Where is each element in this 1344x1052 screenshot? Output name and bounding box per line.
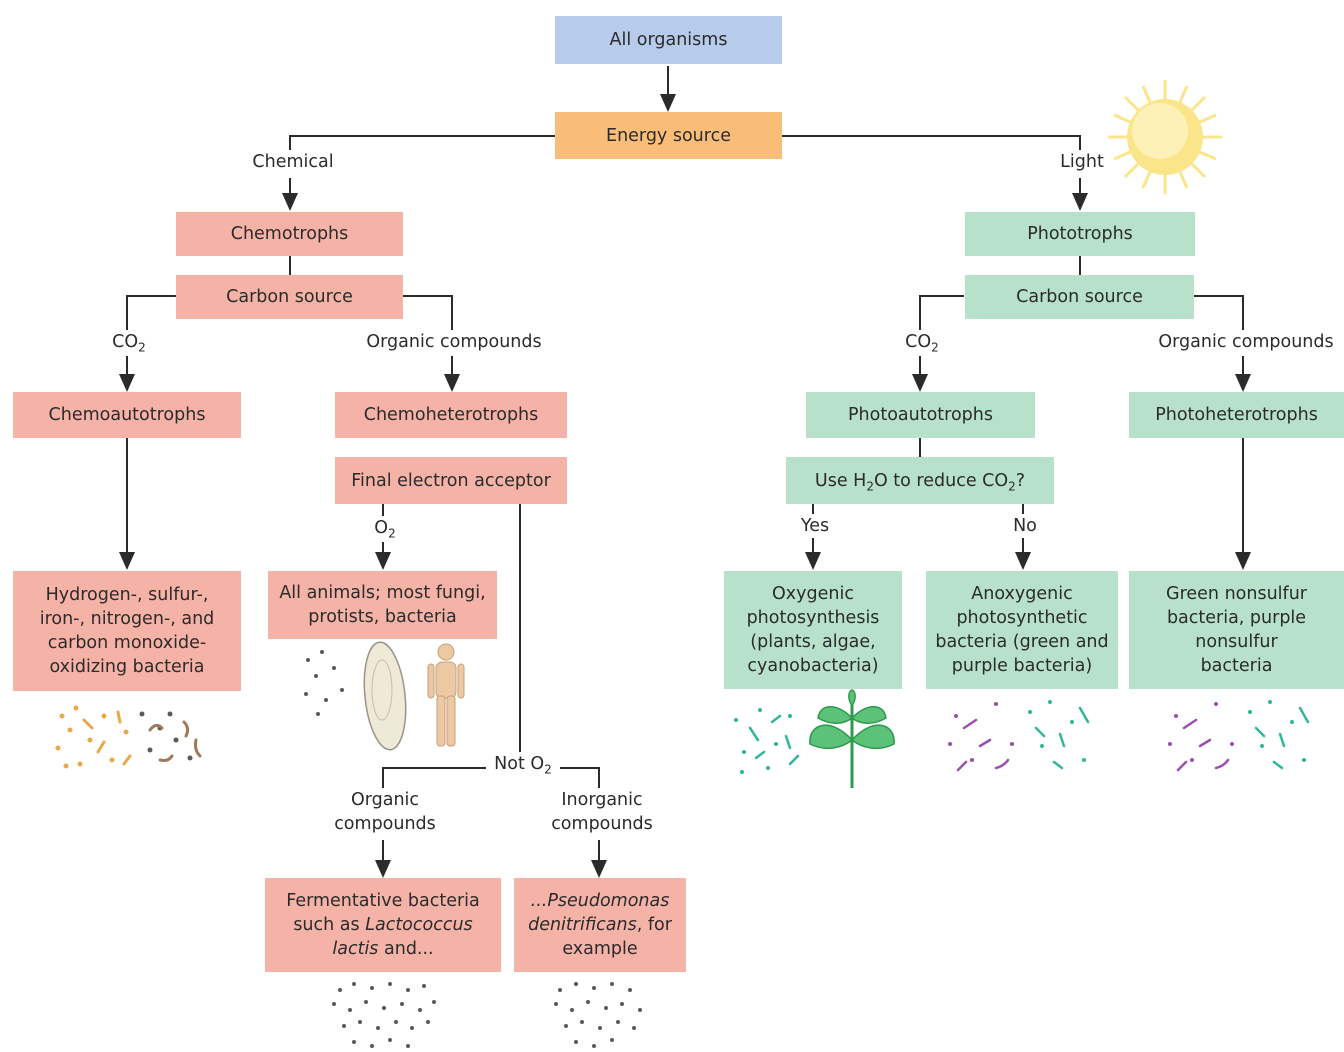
bacteria-cluster-illustration — [55, 705, 202, 769]
energy-source-node: Energy source — [555, 112, 782, 159]
pseudomonas-node: ...Pseudomonas denitrificans, for exampl… — [514, 878, 686, 972]
photo-carbon-source-node: Carbon source — [965, 275, 1194, 319]
photo-co2-label: CO2 — [896, 330, 948, 354]
photoautotrophs-node: Photoautotrophs — [806, 392, 1035, 438]
bacteria-cluster-illustration — [948, 700, 1090, 772]
aerobic-examples-node: All animals; most fungi, protists, bacte… — [268, 571, 497, 639]
yes-label: Yes — [794, 514, 836, 538]
fermentative-bacteria-node: Fermentative bacteria such as Lactococcu… — [265, 878, 501, 972]
photoheterotroph-examples-node: Green nonsulfur bacteria, purple nonsulf… — [1129, 571, 1344, 689]
paramecium-illustration — [363, 641, 407, 751]
bacteria-cluster-illustration — [1168, 700, 1310, 772]
phototrophs-node: Phototrophs — [965, 212, 1195, 256]
no-label: No — [1008, 514, 1042, 538]
chemo-organic-label: Organic compounds — [358, 330, 550, 354]
oxygenic-photosynthesis-node: Oxygenic photosynthesis (plants, algae, … — [724, 571, 902, 689]
bacteria-cluster-illustration — [332, 982, 436, 1048]
human-figure-illustration — [427, 643, 465, 747]
photoheterotrophs-node: Photoheterotrophs — [1129, 392, 1344, 438]
chemo-co2-label: CO2 — [103, 330, 155, 354]
final-electron-acceptor-node: Final electron acceptor — [335, 457, 567, 504]
bacteria-cluster-illustration — [554, 982, 642, 1048]
chemical-label: Chemical — [250, 150, 336, 174]
use-h2o-question-node: Use H2O to reduce CO2? — [786, 457, 1054, 504]
chemo-carbon-source-node: Carbon source — [176, 275, 403, 319]
not-o2-label: Not O2 — [486, 752, 560, 776]
bacteria-cluster-illustration — [304, 650, 344, 716]
anoxygenic-bacteria-node: Anoxygenic photosynthetic bacteria (gree… — [926, 571, 1118, 689]
o2-label: O2 — [366, 516, 404, 540]
chemoautotrophs-node: Chemoautotrophs — [13, 392, 241, 438]
organic-compounds-label: Organic compounds — [324, 788, 446, 836]
light-label: Light — [1058, 150, 1106, 174]
inorganic-compounds-label: Inorganic compounds — [544, 788, 660, 836]
all-organisms-node: All organisms — [555, 16, 782, 64]
sun-illustration — [1108, 80, 1222, 194]
bacteria-cluster-illustration — [734, 708, 800, 774]
plant-sprout-illustration — [809, 689, 895, 788]
chemoautotroph-examples-node: Hydrogen-, sulfur-, iron-, nitrogen-, an… — [13, 571, 241, 691]
chemoheterotrophs-node: Chemoheterotrophs — [335, 392, 567, 438]
photo-organic-label: Organic compounds — [1150, 330, 1342, 354]
chemotrophs-node: Chemotrophs — [176, 212, 403, 256]
